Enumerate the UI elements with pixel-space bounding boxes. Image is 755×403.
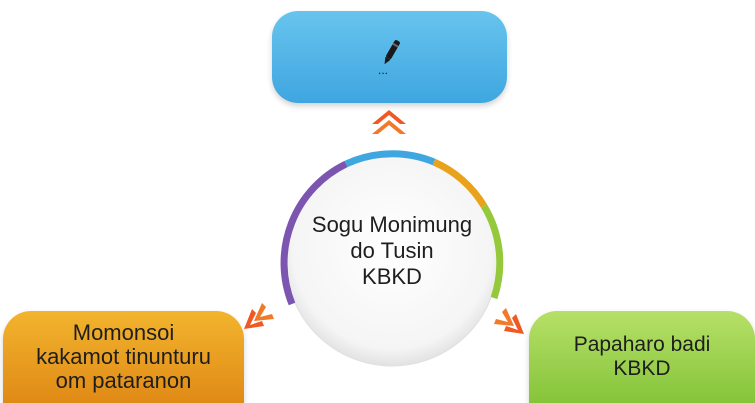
dots-text: ... <box>378 63 388 75</box>
left-box: Momonsoi kakamot tinunturu om pataranon <box>3 311 244 403</box>
center-label: Sogu Monimung do Tusin KBKD <box>311 212 473 289</box>
ring-segment-blue <box>344 150 436 168</box>
arrow-down-right-icon <box>494 308 524 334</box>
arrow-up-icon <box>372 110 406 134</box>
ring-segment-orange <box>432 158 487 208</box>
left-box-label: Momonsoi kakamot tinunturu om pataranon <box>36 320 211 393</box>
top-box: ... <box>272 11 507 103</box>
center-ring <box>280 150 504 367</box>
pen-writing-icon: ... <box>378 40 400 75</box>
arrow-down-left-icon <box>244 303 274 329</box>
right-box: Papaharo badi KBKD <box>529 311 755 403</box>
ring-segment-green <box>480 204 504 300</box>
ring-segment-purple <box>280 160 348 306</box>
right-box-label: Papaharo badi KBKD <box>573 333 711 380</box>
